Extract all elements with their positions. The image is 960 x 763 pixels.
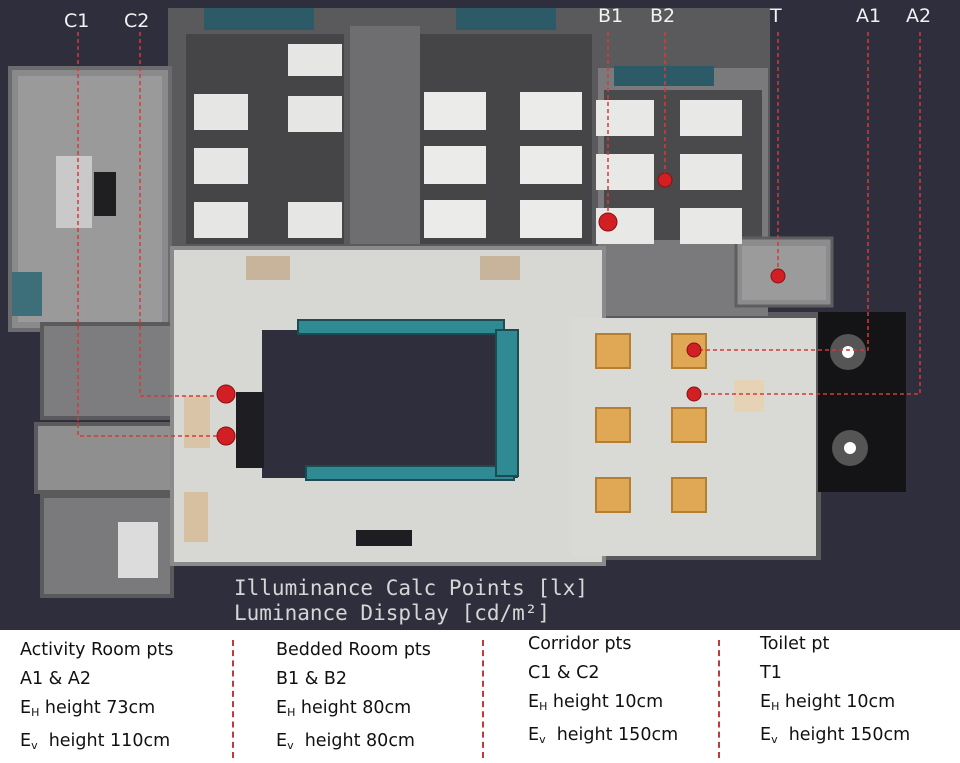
legend-ev: Ev height 150cm [528, 721, 678, 754]
legend-title: Corridor pts [528, 634, 632, 654]
ev-symbol: E [276, 731, 288, 751]
ev-height: height 150cm [777, 725, 911, 745]
legend-title: Activity Room pts [20, 640, 174, 660]
legend-points: A1 & A2 [20, 669, 91, 689]
top-window-3 [614, 66, 714, 86]
legend-bedded-room: Bedded Room pts B1 & B2 EH height 80cm E… [276, 630, 431, 763]
measurement-markers [216, 172, 786, 446]
eh-height: height 10cm [779, 692, 896, 712]
legend-ev: Ev height 150cm [760, 721, 910, 754]
eh-symbol: E [528, 692, 540, 712]
eh-height: height 73cm [39, 698, 156, 718]
point-label-a2: A2 [906, 5, 931, 27]
central-bathrooms [350, 26, 420, 244]
legend-panel: Activity Room pts A1 & A2 EH height 73cm… [0, 630, 960, 763]
eh-symbol: E [760, 692, 772, 712]
left-window [12, 272, 42, 316]
ev-symbol: E [528, 725, 540, 745]
eh-subscript: H [287, 706, 296, 719]
beds-room-2 [424, 92, 582, 238]
legend-ev: Ev height 80cm [276, 727, 431, 760]
lamp-1 [842, 346, 854, 358]
floor-plan-render: C1 C2 B1 B2 T A1 A2 Illuminance Calc Poi… [0, 0, 960, 630]
legend-points: T1 [760, 663, 782, 683]
legend-eh: EH height 80cm [276, 694, 431, 727]
activity-room-tables [595, 333, 707, 513]
caption-luminance: Luminance Display [cd/m²] [234, 601, 550, 625]
top-window-2 [456, 8, 556, 30]
point-label-c2: C2 [124, 10, 149, 32]
legend-eh: EH height 10cm [760, 688, 910, 721]
ev-height: height 150cm [545, 725, 679, 745]
corridor-bench [356, 530, 412, 546]
corridor-door-top-1 [246, 256, 290, 280]
ev-height: height 110cm [37, 731, 171, 751]
ev-height: height 80cm [293, 731, 415, 751]
eh-subscript: H [31, 706, 40, 719]
guide-lines [77, 32, 921, 437]
eh-symbol: E [20, 698, 32, 718]
point-label-a1: A1 [856, 5, 881, 27]
tv-unit [94, 172, 116, 216]
beds-room-1 [194, 44, 342, 238]
corridor-door-left [184, 396, 210, 448]
marker-b2 [657, 172, 673, 188]
eh-height: height 80cm [295, 698, 412, 718]
legend-toilet: Toilet pt T1 EH height 10cm Ev height 15… [760, 624, 910, 757]
marker-b1 [598, 212, 618, 232]
point-label-c1: C1 [64, 10, 89, 32]
marker-t [770, 268, 786, 284]
marker-a2 [686, 386, 702, 402]
right-dark-room [818, 312, 906, 492]
top-window-1 [204, 8, 314, 30]
ev-symbol: E [20, 731, 32, 751]
courtyard [262, 330, 518, 478]
legend-divider-1 [232, 640, 234, 758]
legend-eh: EH height 10cm [528, 688, 678, 721]
caption-illuminance: Illuminance Calc Points [lx] [234, 576, 588, 600]
lamp-2 [844, 442, 856, 454]
marker-a1 [686, 342, 702, 358]
eh-symbol: E [276, 698, 288, 718]
legend-ev: Ev height 110cm [20, 727, 174, 760]
legend-title: Toilet pt [760, 634, 830, 654]
legend-divider-2 [482, 640, 484, 758]
left-bedroom-bed [118, 522, 158, 578]
eh-subscript: H [539, 700, 548, 713]
legend-title: Bedded Room pts [276, 640, 431, 660]
legend-divider-3 [718, 640, 720, 758]
eh-subscript: H [771, 700, 780, 713]
activity-room-door [734, 380, 764, 412]
beds-room-3 [596, 100, 742, 244]
eh-height: height 10cm [547, 692, 664, 712]
point-label-b1: B1 [598, 5, 623, 27]
corridor-door-bottom-left [184, 492, 208, 542]
ev-subscript: v [771, 733, 778, 746]
corridor-dark-door [236, 392, 264, 468]
ev-subscript: v [539, 733, 546, 746]
corridor-door-top-2 [480, 256, 520, 280]
point-label-t: T [769, 5, 782, 27]
ev-symbol: E [760, 725, 772, 745]
sofa [56, 156, 92, 228]
legend-activity-room: Activity Room pts A1 & A2 EH height 73cm… [20, 630, 174, 763]
legend-corridor: Corridor pts C1 & C2 EH height 10cm Ev h… [528, 624, 678, 757]
left-bathroom [34, 422, 174, 494]
left-service-room [40, 322, 174, 420]
marker-c1 [216, 426, 236, 446]
ev-subscript: v [287, 739, 294, 752]
courtyard-glazing [297, 319, 519, 481]
legend-eh: EH height 73cm [20, 694, 174, 727]
point-label-b2: B2 [650, 5, 675, 27]
legend-points: B1 & B2 [276, 669, 348, 689]
marker-c2 [216, 384, 236, 404]
legend-points: C1 & C2 [528, 663, 600, 683]
ev-subscript: v [31, 739, 38, 752]
